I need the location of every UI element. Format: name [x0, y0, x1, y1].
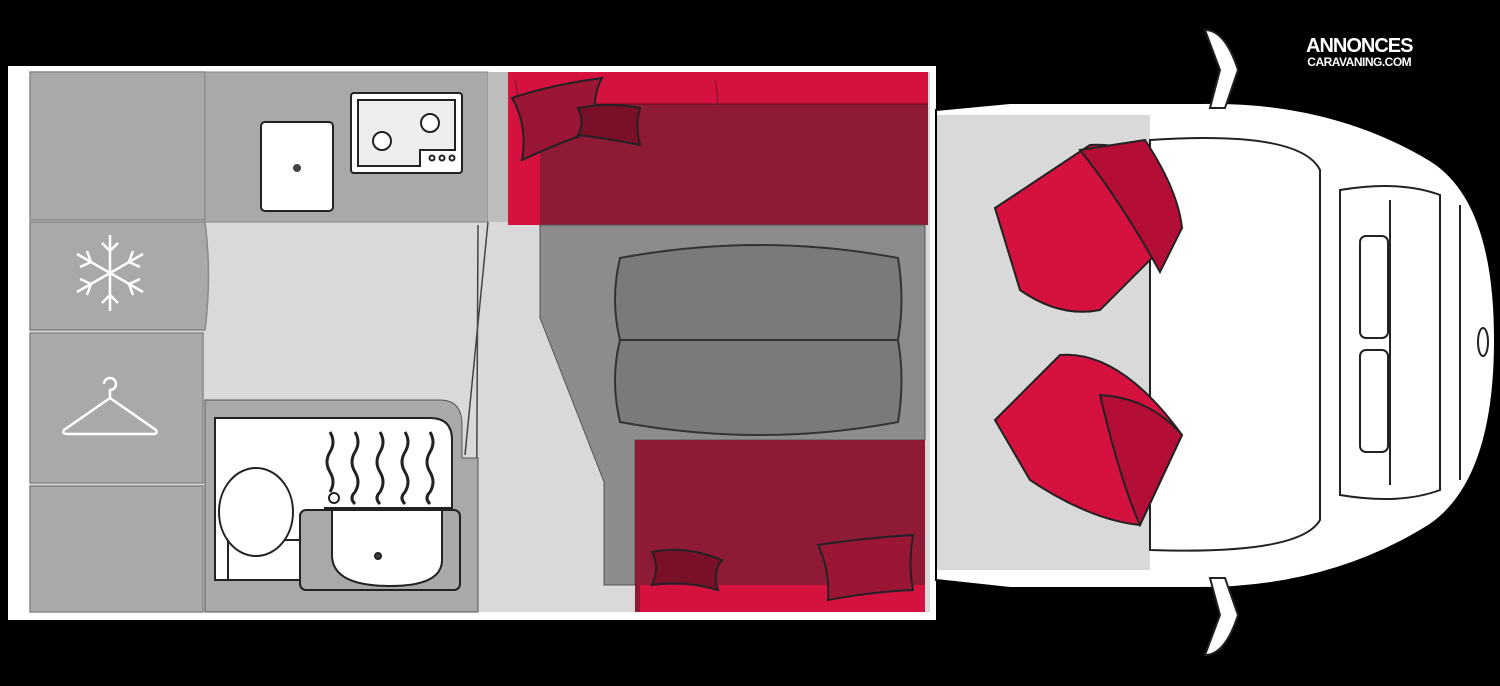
hob-icon	[350, 92, 463, 174]
toilet-icon	[218, 467, 301, 581]
washbasin-icon	[299, 509, 461, 591]
cab-seat-icon	[993, 353, 1184, 528]
cushion-icon	[510, 76, 642, 162]
shower-icon	[325, 431, 435, 506]
snowflake-icon	[76, 235, 144, 311]
watermark-line1: ANNONCES	[1306, 35, 1413, 57]
mirror-icon	[1203, 28, 1240, 657]
grille-icon	[1359, 235, 1389, 453]
sink-icon	[260, 121, 334, 212]
left-cabinets	[29, 71, 210, 613]
watermark-line2: CARAVANING.COM	[1307, 55, 1412, 69]
hanger-icon	[62, 376, 158, 436]
dinette-table	[614, 244, 903, 436]
cushion-icon	[650, 533, 915, 602]
cab-seat-icon	[993, 138, 1184, 313]
watermark-logo: ANNONCES CARAVANING.COM	[1306, 35, 1413, 69]
